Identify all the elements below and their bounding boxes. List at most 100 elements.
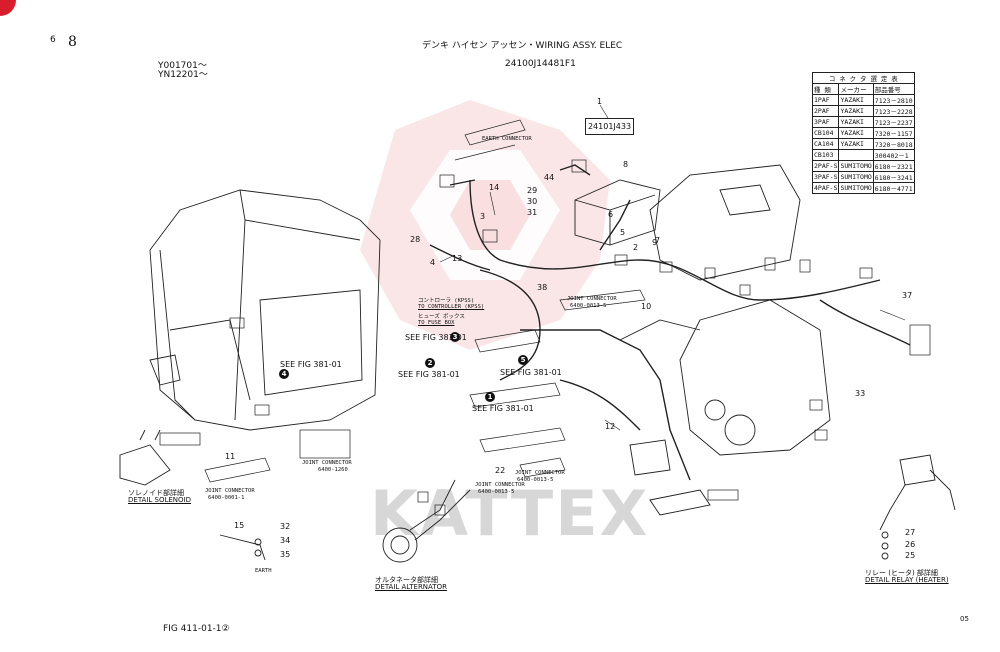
fig-ref-1: SEE FIG 381-01 [472,404,534,413]
part-number: 25 [905,551,916,560]
main-harness [429,164,911,481]
table-cell: SUMITOMO [838,171,874,183]
joint-connector-3-no: 6400-0013-5 [517,477,554,483]
table-header: 種 類 [811,83,840,95]
part-number: 13 [452,254,463,263]
part-number: 4 [430,258,436,267]
fusebox-callout-jp: ヒューズ ボックス [418,314,465,320]
joint-connector-5-no: 6400-1260 [318,467,348,473]
earth-bolt [219,534,266,561]
relay-heater [879,454,956,560]
fig-ref-2: SEE FIG 381-01 [398,370,460,379]
fig-ref-bullet: 1 [485,392,495,402]
table-cell: 3PAF-S [811,171,840,183]
detail-solenoid: DETAIL SOLENOID [128,496,191,504]
assembly-number: 24100J14481F1 [505,59,576,69]
earth-label: EARTH [255,568,272,574]
table-cell: SUMITOMO [838,182,874,194]
controller-callout: TO CONTROLLER (KPSS) [418,304,485,310]
page-number: 05 [960,615,969,623]
fig-ref-bullet: 3 [450,332,460,342]
fig-ref-bullet: 4 [279,369,289,379]
table-cell: 3PAF [811,116,840,128]
table-cell: 6180－3241 [872,171,915,183]
fig-ref-bullet: 2 [425,358,435,368]
figure-reference: FIG 411-01-1② [163,624,230,634]
part-number: 38 [537,283,548,292]
earth-connector-callout: EARTH CONNECTOR [482,136,532,142]
engine-outline [619,164,831,456]
joint-connector-2: JOINT CONNECTOR [475,482,525,488]
table-cell: YAZAKI [838,105,874,117]
part-number: 44 [544,173,555,182]
solenoid-detail [119,429,171,486]
part-number: 6 [608,210,614,219]
corner-letter: 8 [68,34,77,50]
part-number: 5 [620,228,626,237]
detail-relay-jp: リレー (ヒータ) 部詳細 [865,569,938,577]
part-number: 9 [652,238,658,247]
part-number: 7 [655,236,661,245]
table-cell: 7320－8018 [872,138,915,150]
table-cell: CB104 [811,127,840,139]
part-number: 8 [623,160,629,169]
part-number: 37 [902,291,913,300]
table-cell: YAZAKI [838,127,874,139]
corner-mark: 6 [50,35,56,45]
part-number: 35 [280,550,291,559]
table-cell: YAZAKI [838,116,874,128]
table-cell: 7123－2810 [872,94,915,106]
joint-connector-2-no: 6400-0013-5 [478,489,515,495]
part-number: 33 [855,389,866,398]
joint-connector-3: JOINT CONNECTOR [515,470,565,476]
table-cell: 6180－4771 [872,182,915,194]
joint-connector-5: JOINT CONNECTOR [302,460,352,466]
fig-ref-bullet: 5 [518,355,528,365]
table-cell [838,149,874,161]
part-number: 15 [234,521,245,530]
joint-connector-1: JOINT CONNECTOR [567,296,617,302]
joint-connector-4: JOINT CONNECTOR [205,488,255,494]
part-number: 27 [905,528,916,537]
part-number: 14 [489,183,500,192]
page-title: デンキ ハイセン アッセン・WIRING ASSY. ELEC [422,41,623,51]
fig-ref-5: SEE FIG 381-01 [500,368,562,377]
part-number-box: 24101J433 [585,118,634,135]
part-number: 1 [597,97,603,106]
table-header: メーカー [838,83,874,95]
corner-mark-red [0,0,16,16]
part-number: 34 [280,536,291,545]
table-cell: SUMITOMO [838,160,874,172]
controller-callout-jp: コントローラ (KPSS) [418,298,475,304]
part-number: 26 [905,540,916,549]
small-connectors [159,159,931,516]
part-number: 2 [633,243,639,252]
table-cell: 6180－2321 [872,160,915,172]
table-cell: 7320－1157 [872,127,915,139]
serial-range-1: Y001701～ [158,61,207,71]
joint-connectors [204,119,646,483]
table-cell: 4PAF-S [811,182,840,194]
part-number: 11 [225,452,236,461]
detail-alternator-jp: オルタネータ部詳細 [375,576,438,584]
part-number: 30 [527,197,538,206]
table-cell: CA104 [811,138,840,150]
detail-alternator: DETAIL ALTERNATOR [375,583,447,591]
connector-table-title: コ ネ ク タ 選 定 表 [812,72,915,84]
part-number: 28 [410,235,421,244]
part-number: 10 [641,302,652,311]
detail-solenoid-jp: ソレノイド部詳細 [128,489,184,497]
watermark-logo [360,100,610,350]
part-number: 3 [480,212,486,221]
fusebox-callout: TO FUSE BOX [418,320,455,326]
